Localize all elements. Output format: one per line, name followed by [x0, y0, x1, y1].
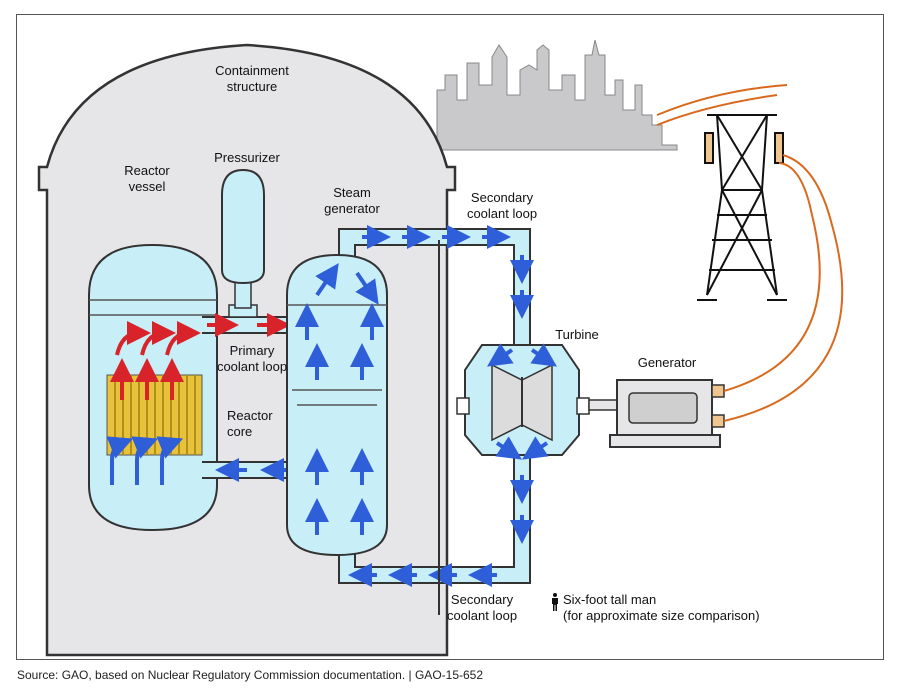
label-turbine: Turbine: [555, 327, 599, 342]
label-secondary-loop-bottom: Secondary coolant loop: [446, 592, 518, 623]
label-man-scale: Six-foot tall man (for approximate size …: [563, 592, 760, 623]
turbine: [456, 343, 590, 460]
label-generator: Generator: [637, 355, 697, 370]
label-reactor-vessel: Reactor vessel: [124, 163, 170, 194]
man-icon: [552, 593, 558, 611]
secondary-coolant-loop: [338, 225, 534, 587]
label-reactor-core: Reactor core: [227, 408, 273, 439]
label-pressurizer: Pressurizer: [214, 150, 280, 165]
pressurizer: [221, 168, 265, 318]
power-lines: [656, 84, 844, 422]
generator: [609, 379, 725, 448]
source-note: Source: GAO, based on Nuclear Regulatory…: [17, 668, 484, 682]
transmission-tower: [697, 114, 787, 301]
turbine-shaft: [588, 399, 620, 411]
label-steam-generator: Steam generator: [324, 185, 380, 216]
city-skyline: [436, 39, 678, 151]
reactor-vessel: [88, 243, 218, 532]
pwr-diagram: [37, 39, 844, 657]
label-containment: Containment structure: [215, 63, 289, 94]
label-primary-loop: Primary coolant loop: [216, 343, 288, 374]
label-secondary-loop-top: Secondary coolant loop: [466, 190, 538, 221]
diagram-frame: Containment structure Reactor vessel Pre…: [16, 14, 884, 660]
steam-generator: [286, 253, 388, 557]
